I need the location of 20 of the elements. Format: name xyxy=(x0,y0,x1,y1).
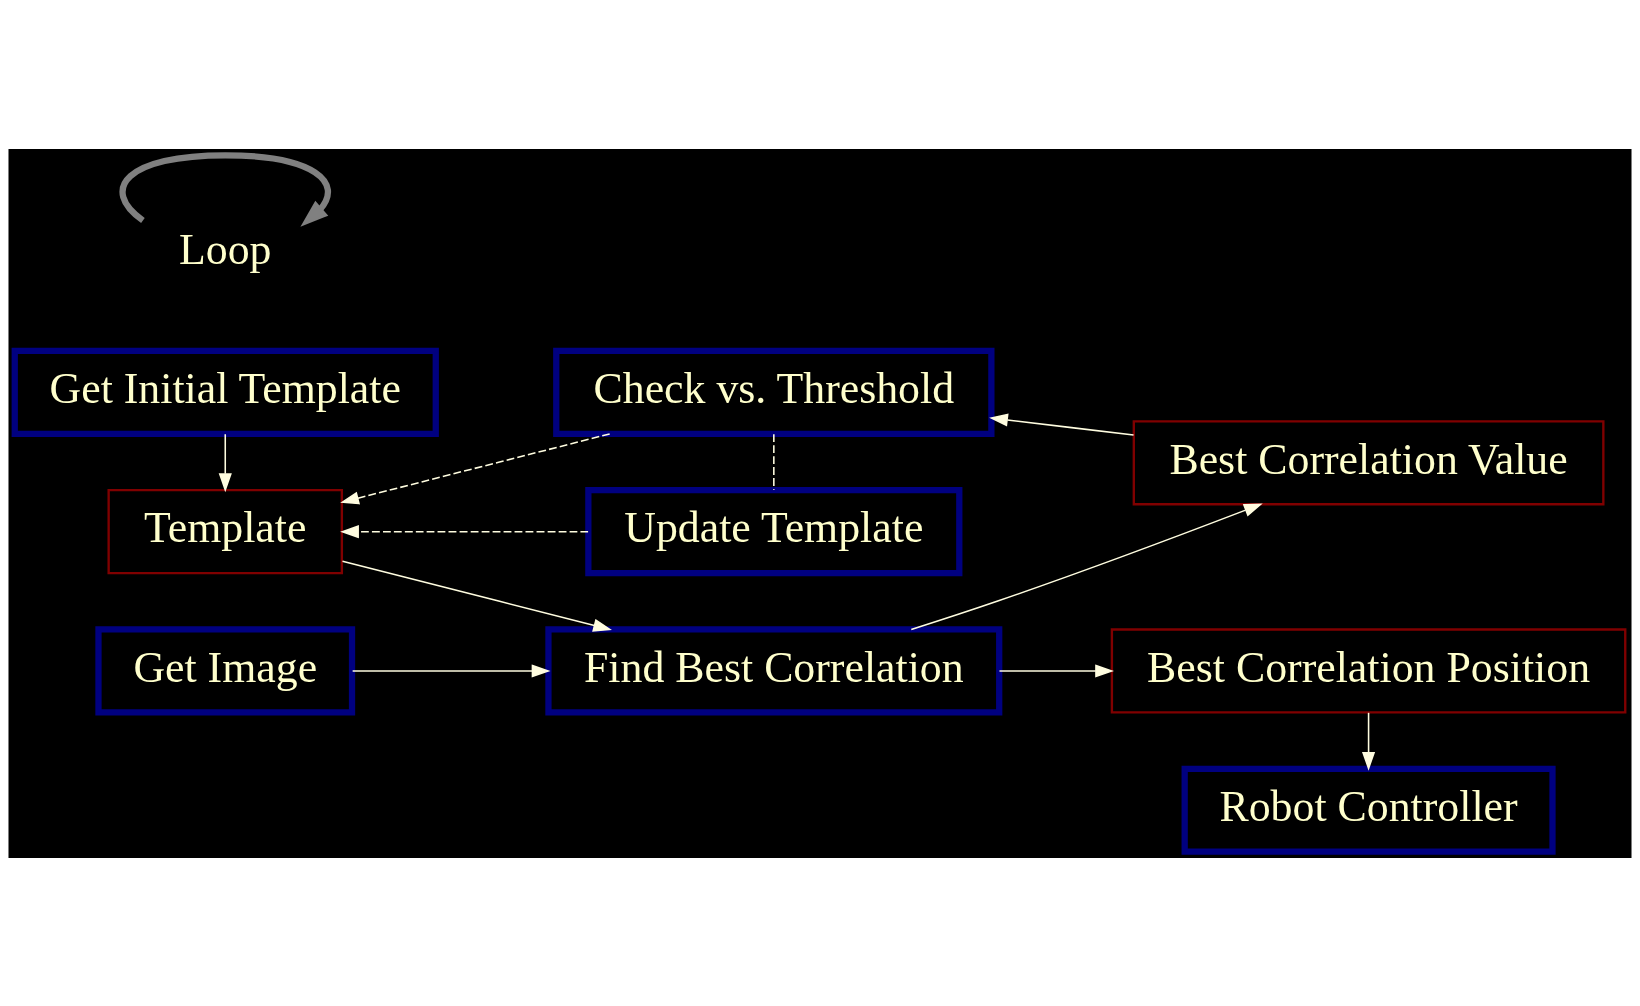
node-box: Template xyxy=(107,488,344,574)
arrow xyxy=(989,413,1135,436)
node-box: Get Initial Template xyxy=(11,347,439,437)
node-box: Best Correlation Value xyxy=(1132,419,1605,505)
arrow xyxy=(998,663,1114,678)
node-box: Check vs. Threshold xyxy=(553,347,995,437)
arrow xyxy=(340,432,611,504)
node-box: Robot Controller xyxy=(1181,765,1556,855)
node-box: Get Image xyxy=(95,625,356,716)
node-box: Best Correlation Position xyxy=(1110,627,1627,714)
arrow xyxy=(351,663,551,678)
arrow xyxy=(910,503,1263,630)
arrow xyxy=(341,559,612,632)
arrow xyxy=(1362,711,1376,771)
connector xyxy=(773,432,775,491)
arrow xyxy=(218,432,232,492)
node-box: Find Best Correlation xyxy=(545,625,1003,716)
arrow xyxy=(340,524,589,538)
node-text: Loop xyxy=(179,224,272,273)
node-box: Update Template xyxy=(585,486,963,576)
